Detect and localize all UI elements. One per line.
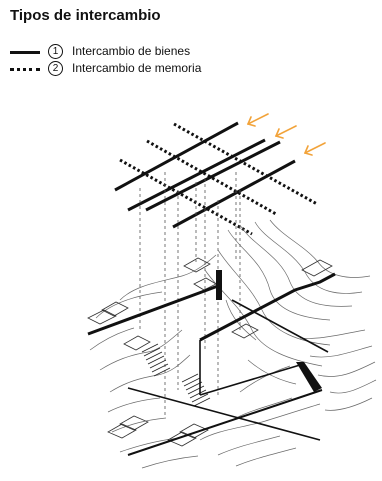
solid-line: [127, 138, 266, 212]
number-badge: 2: [48, 61, 63, 76]
building-icon: [301, 259, 333, 277]
building-icon: [123, 335, 151, 351]
arrow-icon: [246, 113, 269, 127]
hatched-areas: [141, 343, 211, 407]
memory-exchange-lines: [119, 122, 318, 236]
ground-lines: [87, 270, 336, 456]
building-footprints: [87, 257, 333, 447]
legend-label: Intercambio de bienes: [72, 44, 191, 58]
arrow-icon: [274, 125, 297, 139]
goods-exchange-lines: [114, 121, 296, 229]
legend-label: Intercambio de memoria: [72, 61, 202, 75]
dotted-line: [119, 158, 253, 236]
legend-item-memory: 2 Intercambio de memoria: [10, 61, 270, 78]
building-icon: [183, 257, 217, 291]
solid-line-swatch: [10, 51, 40, 54]
arrow-icon: [303, 142, 326, 156]
solid-line: [172, 159, 296, 229]
diagram-title: Tipos de intercambio: [10, 7, 161, 24]
solid-line: [145, 140, 281, 212]
building-icon: [107, 415, 149, 439]
legend-item-goods: 1 Intercambio de bienes: [10, 44, 270, 61]
building-icon: [167, 423, 209, 447]
building-icon: [87, 301, 129, 325]
dotted-line-swatch: [10, 68, 40, 71]
building-icon: [231, 323, 259, 339]
orange-arrows: [246, 113, 326, 156]
number-badge: 1: [48, 44, 63, 59]
legend: 1 Intercambio de bienes 2 Intercambio de…: [10, 44, 270, 78]
terrain-contours: [89, 219, 377, 469]
dotted-line: [173, 122, 318, 206]
solid-line: [114, 121, 239, 192]
